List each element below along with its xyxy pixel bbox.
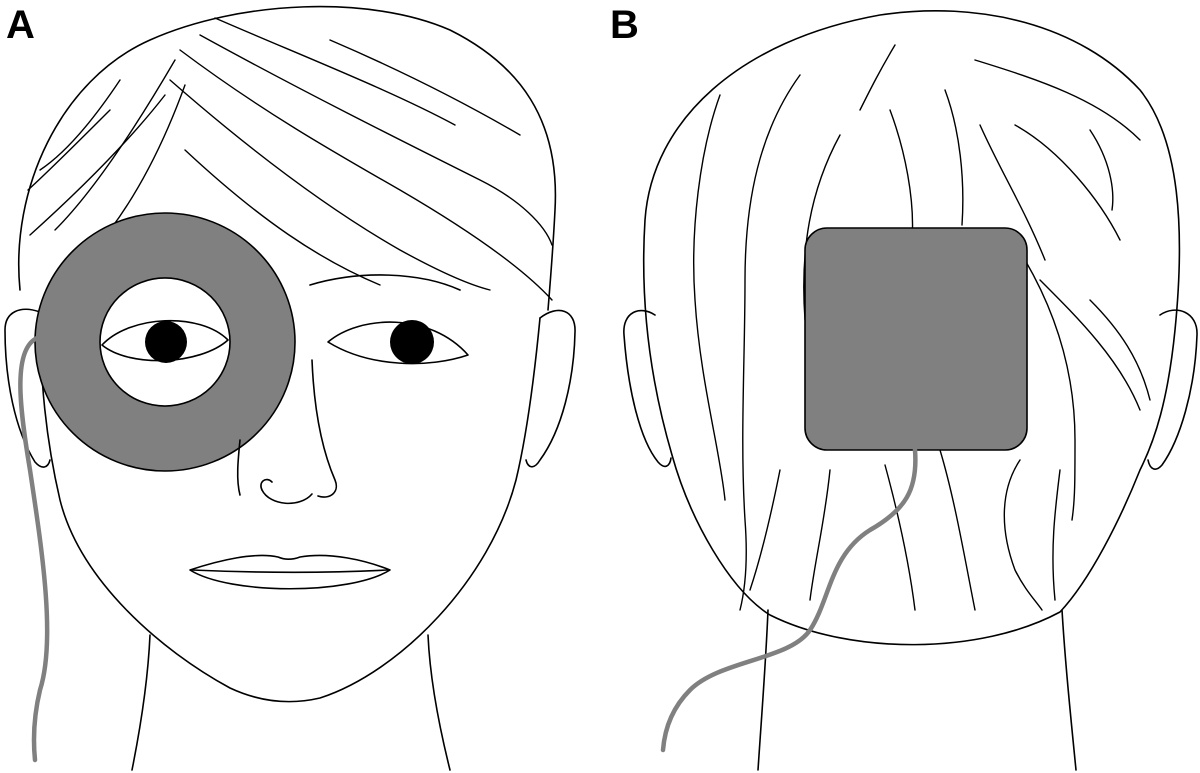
neck-left-line xyxy=(131,634,151,771)
panel-b-back-view: B xyxy=(610,3,1198,771)
hair-strands-back xyxy=(693,44,1151,611)
nose-tip xyxy=(261,489,313,505)
mouth xyxy=(189,554,391,590)
left-pupil xyxy=(145,321,187,363)
back-head-outline xyxy=(642,10,1181,646)
nostril-left xyxy=(260,478,273,491)
head-outline xyxy=(18,5,557,311)
panel-b-label: B xyxy=(610,3,639,47)
electrode-wire-back xyxy=(660,447,918,753)
right-eyebrow xyxy=(309,274,461,291)
lip-line xyxy=(191,569,389,574)
back-left-ear xyxy=(623,309,672,468)
right-eye xyxy=(327,321,469,365)
left-ear xyxy=(4,308,51,468)
back-right-ear xyxy=(1147,309,1198,470)
right-pupil xyxy=(390,320,434,364)
neck-right-line xyxy=(427,634,451,771)
hair-strands-front xyxy=(27,17,553,301)
nose-left-line xyxy=(236,439,241,496)
nose-right-line xyxy=(311,359,337,498)
back-neck-right-line xyxy=(1061,609,1077,771)
left-eye xyxy=(101,319,229,362)
panel-a-front-view: A xyxy=(4,3,576,771)
ring-electrode xyxy=(34,212,296,472)
right-ear xyxy=(525,309,576,468)
electrode-wire-front xyxy=(18,335,50,763)
square-electrode xyxy=(804,227,1028,451)
panel-a-label: A xyxy=(6,3,35,47)
face-outline xyxy=(39,311,541,703)
back-neck-left-line xyxy=(757,609,769,771)
